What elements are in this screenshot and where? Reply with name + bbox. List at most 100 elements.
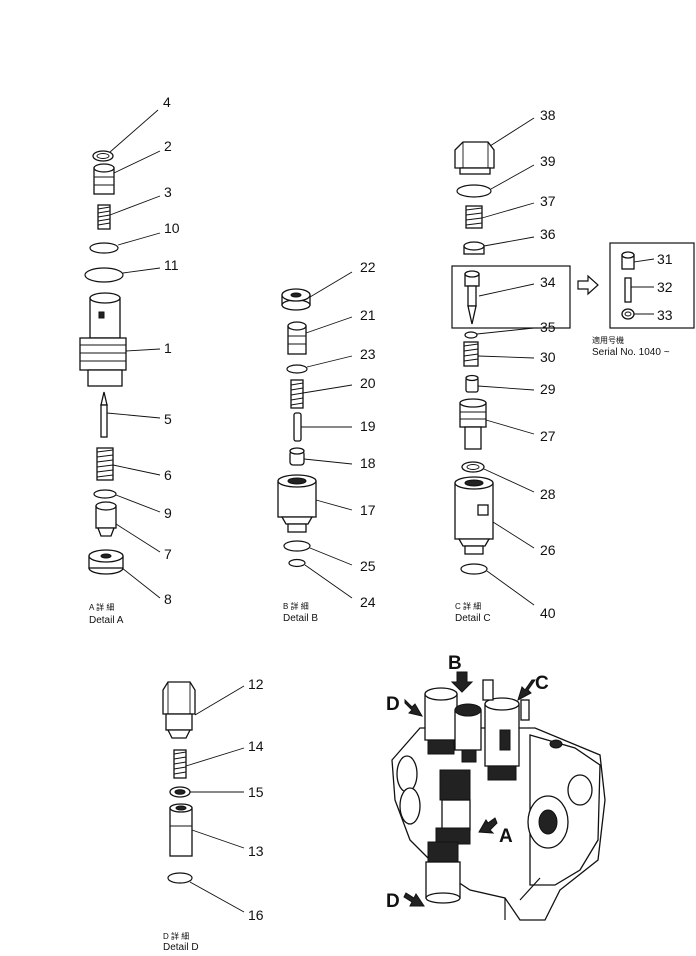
inset-group (609, 242, 695, 329)
callout-27: 27 (540, 428, 556, 444)
callout-24: 24 (360, 594, 376, 610)
callout-6: 6 (164, 467, 172, 483)
detail-a-caption-en: Detail A (89, 615, 124, 626)
assembly-cartridge-b (454, 703, 482, 763)
callout-33: 33 (657, 307, 673, 323)
arrow-d-bottom-icon (403, 892, 425, 907)
callout-12: 12 (248, 676, 264, 692)
part-10-oring (89, 242, 119, 254)
part-9-oring (93, 489, 117, 499)
part-1-body (79, 292, 127, 387)
part-40-oring (460, 563, 488, 575)
part-23-oring (286, 364, 308, 374)
detail-c-group (451, 141, 571, 575)
part-22-nut (281, 288, 311, 311)
inset-arrow-icon (577, 274, 599, 296)
callout-14: 14 (248, 738, 264, 754)
callout-31: 31 (657, 251, 673, 267)
callout-11: 11 (164, 257, 179, 273)
callout-22: 22 (360, 259, 376, 275)
assembly-cartridge-d-top (424, 687, 458, 755)
detail-c-caption-en: Detail C (455, 613, 491, 624)
callout-10: 10 (164, 220, 180, 236)
callout-35: 35 (540, 319, 556, 335)
detail-a-caption-jp: A 詳 細 (89, 602, 114, 612)
inset-callouts: 31 32 33 (657, 251, 673, 323)
callout-19: 19 (360, 418, 376, 434)
arrow-d-top-icon (404, 698, 424, 717)
assembly-labels: B C D A D (386, 653, 549, 912)
part-13-sleeve (169, 803, 193, 857)
assembly-label-b: B (448, 653, 462, 674)
part-11-oring (84, 267, 124, 283)
detail-d-caption-en: Detail D (163, 942, 199, 951)
callout-18: 18 (360, 455, 376, 471)
callout-26: 26 (540, 542, 556, 558)
detail-a-caption: A 詳 細 Detail A (89, 602, 124, 626)
detail-b-caption-en: Detail B (283, 613, 318, 624)
part-27-sleeve (459, 398, 487, 450)
callout-8: 8 (164, 591, 172, 607)
part-20-spring (290, 379, 304, 409)
assembly-label-d-bottom: D (386, 891, 400, 912)
callout-37: 37 (540, 193, 556, 209)
callout-16: 16 (248, 907, 264, 923)
part-30-spring (463, 341, 479, 367)
callout-39: 39 (540, 153, 556, 169)
callout-17: 17 (360, 502, 376, 518)
part-37-spring (465, 205, 483, 229)
part-26-body (454, 476, 494, 555)
callout-40: 40 (540, 605, 556, 621)
part-14-spring (173, 749, 187, 779)
arrow-b-icon (450, 671, 474, 693)
detail-b-callouts: 22 21 23 20 19 18 17 25 24 (360, 259, 376, 610)
detail-c-caption-jp: C 詳 細 (455, 601, 481, 611)
detail-d-callouts: 12 14 15 13 16 (248, 676, 264, 923)
inset-caption: 適用号機 Serial No. 1040 ~ (592, 335, 670, 358)
callout-38: 38 (540, 107, 556, 123)
part-24-oring (288, 558, 306, 568)
part-21-sleeve (287, 321, 307, 355)
arrow-a-icon (478, 817, 498, 834)
detail-b-caption-jp: B 詳 細 (283, 601, 309, 611)
part-12-cap (162, 681, 196, 739)
part-31-seat (621, 251, 635, 270)
inset-caption-jp: 適用号機 (592, 335, 624, 345)
assembly-cartridge-a (435, 769, 471, 845)
part-39-oring (456, 184, 492, 198)
callout-15: 15 (248, 784, 264, 800)
part-19-pin (293, 412, 302, 442)
detail-b-group (277, 288, 317, 568)
callout-36: 36 (540, 226, 556, 242)
callout-34: 34 (540, 274, 556, 290)
part-34-box (451, 265, 571, 329)
part-32-pin (624, 277, 632, 303)
callout-28: 28 (540, 486, 556, 502)
assembly-label-a: A (499, 826, 513, 847)
detail-a-group (79, 150, 127, 575)
part-16-oring (167, 872, 193, 884)
detail-d-caption: D 詳 細 Detail D (163, 931, 199, 953)
detail-c-caption: C 詳 細 Detail C (455, 601, 491, 624)
callout-7: 7 (164, 546, 172, 562)
part-5-pin (100, 391, 108, 438)
part-33-ring (621, 308, 635, 320)
callout-21: 21 (360, 307, 376, 323)
callout-30: 30 (540, 349, 556, 365)
callout-2: 2 (164, 138, 172, 154)
assembly-cartridge-c (484, 697, 520, 781)
assembly-label-c: C (535, 673, 549, 694)
part-8-plug (88, 549, 124, 575)
part-3-spring (97, 204, 111, 230)
part-15-ring (169, 786, 191, 798)
callout-32: 32 (657, 279, 673, 295)
part-35-oring (464, 331, 478, 339)
part-18-seat (289, 447, 305, 466)
detail-d-caption-jp: D 詳 細 (163, 931, 189, 941)
detail-a-callouts: 4 2 3 10 11 1 5 6 9 7 8 (163, 94, 180, 607)
callout-1: 1 (164, 340, 172, 356)
part-28-ring (461, 461, 485, 473)
arrow-c-icon (517, 679, 536, 702)
part-4-ring (92, 150, 114, 162)
